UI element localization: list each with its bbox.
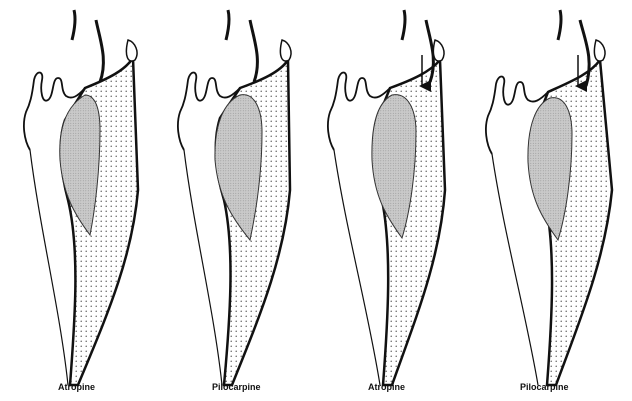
cornea-tip — [594, 40, 605, 61]
sclera-inner-line — [184, 150, 222, 385]
sclera-inner-line — [30, 150, 68, 385]
panel-label: Atropine — [368, 382, 405, 392]
cornea-tip — [280, 40, 291, 61]
panel-label: Atropine — [58, 382, 95, 392]
panel-3: Atropine — [328, 10, 445, 392]
panel-1: Atropine — [24, 10, 138, 392]
panel-label: Pilocarpine — [212, 382, 261, 392]
panel-2: Pilocarpine — [178, 10, 291, 392]
cornea-tip — [433, 40, 444, 61]
panel-4: Pilocarpine — [486, 10, 612, 392]
cornea-tip — [126, 40, 137, 61]
sclera-inner-line — [492, 154, 538, 385]
panel-label: Pilocarpine — [520, 382, 569, 392]
iris-outline — [72, 10, 103, 82]
sclera-inner-line — [334, 150, 380, 385]
iris-outline — [226, 10, 257, 82]
ciliary-muscle-shaded — [60, 95, 100, 235]
